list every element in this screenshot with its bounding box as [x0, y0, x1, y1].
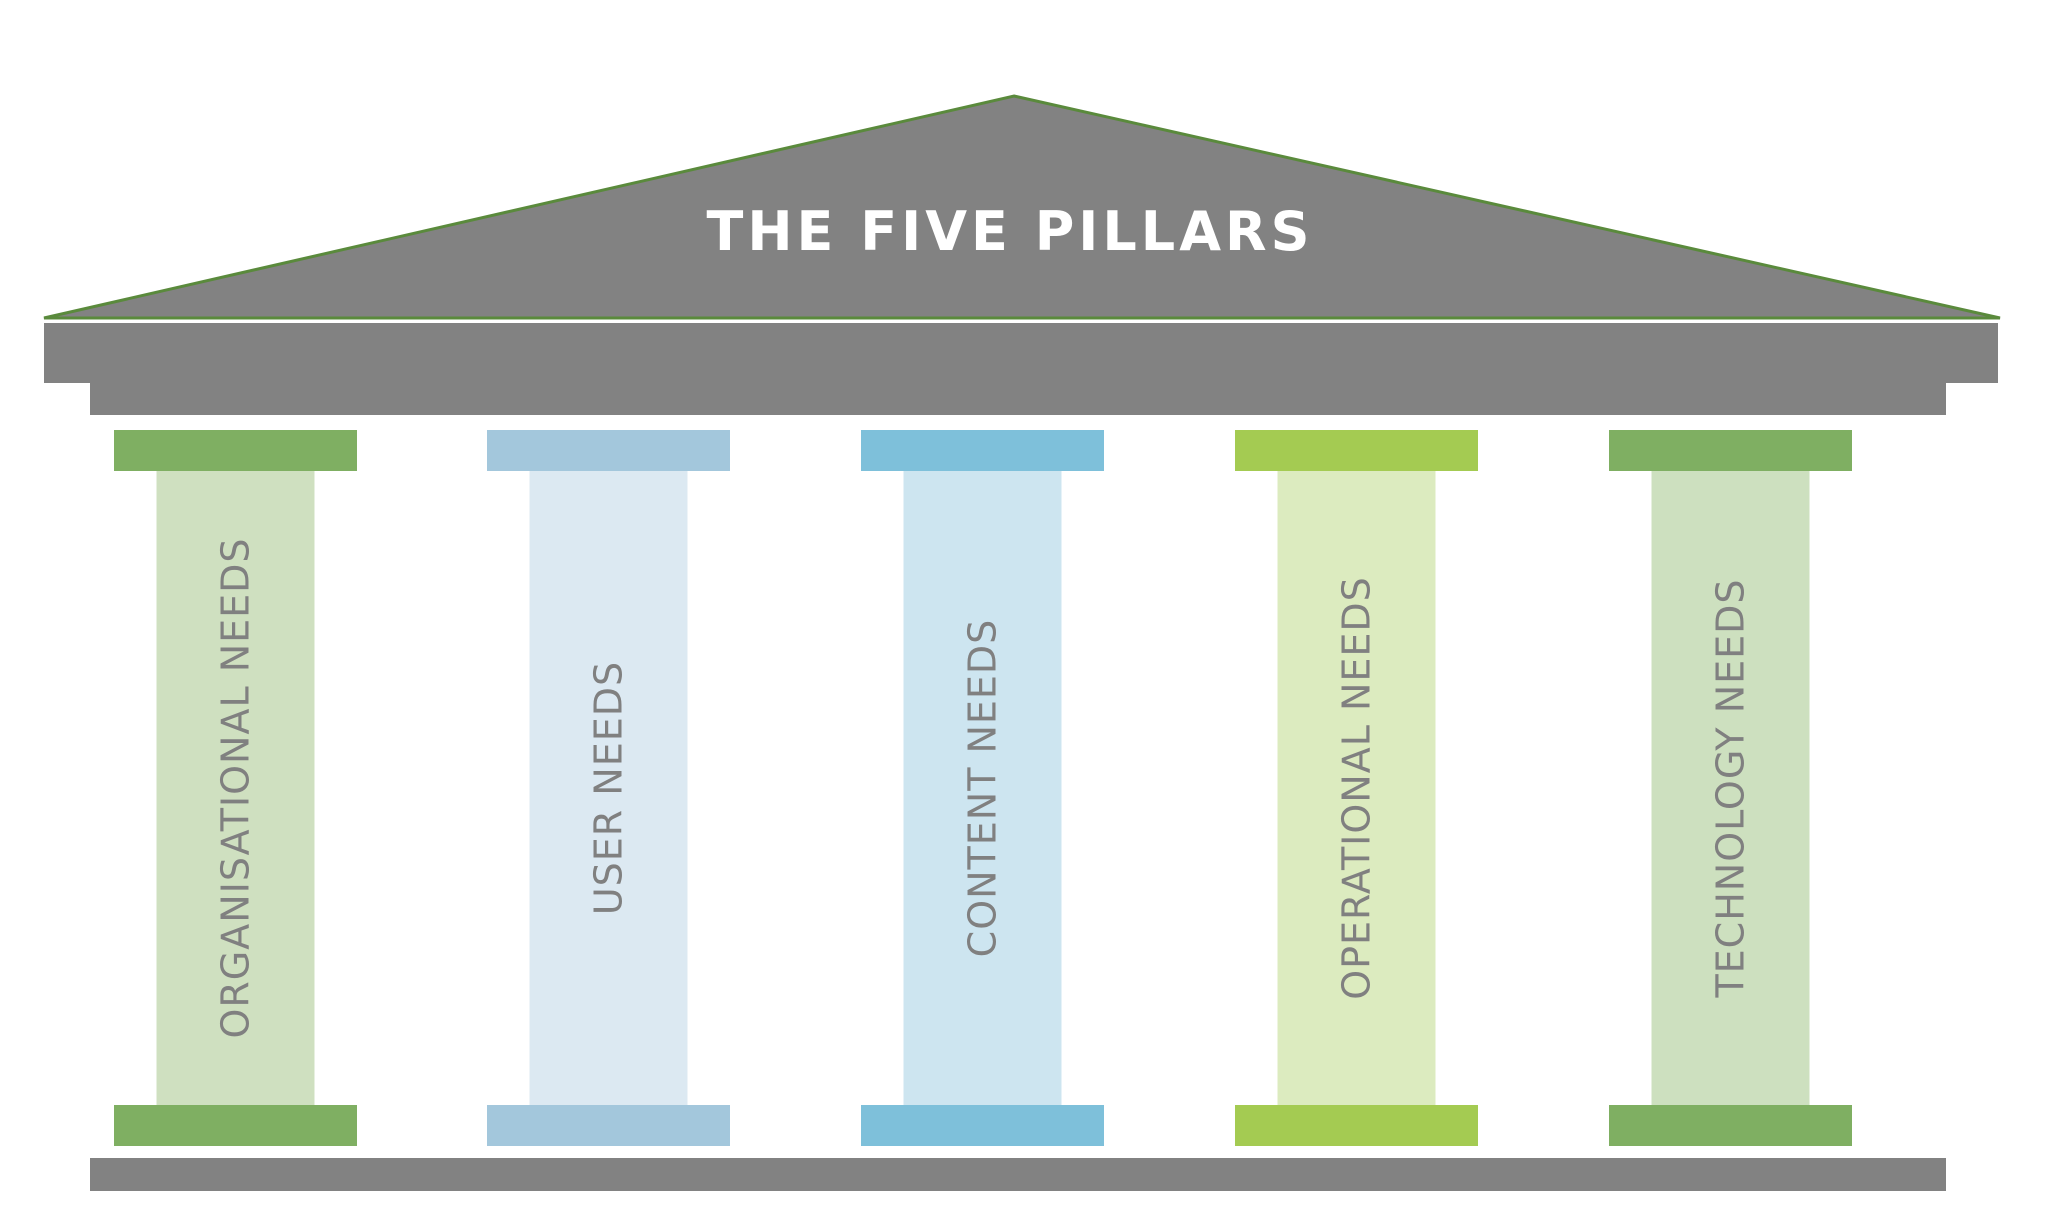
pillar-shaft — [156, 471, 315, 1105]
pillar-5: TECHNOLOGY NEEDS — [1609, 430, 1852, 1146]
pillar-capital — [1235, 430, 1478, 471]
roof-entablature — [44, 323, 1998, 415]
pillar-plinth — [1235, 1105, 1478, 1146]
pillar-1: ORGANISATIONAL NEEDS — [114, 430, 357, 1146]
foundation-base — [90, 1158, 1946, 1191]
pillar-label: OPERATIONAL NEEDS — [1335, 576, 1379, 1000]
pillar-plinth — [1609, 1105, 1852, 1146]
pillar-4: OPERATIONAL NEEDS — [1235, 430, 1478, 1146]
pillar-plinth — [487, 1105, 730, 1146]
pillar-3: CONTENT NEEDS — [861, 430, 1104, 1146]
pillar-capital — [114, 430, 357, 471]
pillar-shaft — [529, 471, 688, 1105]
pillar-plinth — [861, 1105, 1104, 1146]
pillar-shaft — [1651, 471, 1810, 1105]
pillar-2: USER NEEDS — [487, 430, 730, 1146]
pillar-label: USER NEEDS — [587, 661, 631, 915]
pillar-shaft — [1277, 471, 1436, 1105]
pillar-label: ORGANISATIONAL NEEDS — [214, 537, 258, 1038]
pillar-capital — [861, 430, 1104, 471]
diagram-title: THE FIVE PILLARS — [707, 200, 1314, 263]
pillar-label: CONTENT NEEDS — [961, 619, 1005, 958]
roof-pediment — [43, 94, 2001, 320]
pillar-capital — [487, 430, 730, 471]
pillar-shaft — [903, 471, 1062, 1105]
pillar-plinth — [114, 1105, 357, 1146]
pillars-group: ORGANISATIONAL NEEDS USER NEEDS CONTENT NE… — [114, 430, 1852, 1146]
pillar-label: TECHNOLOGY NEEDS — [1709, 578, 1753, 998]
pillar-capital — [1609, 430, 1852, 471]
